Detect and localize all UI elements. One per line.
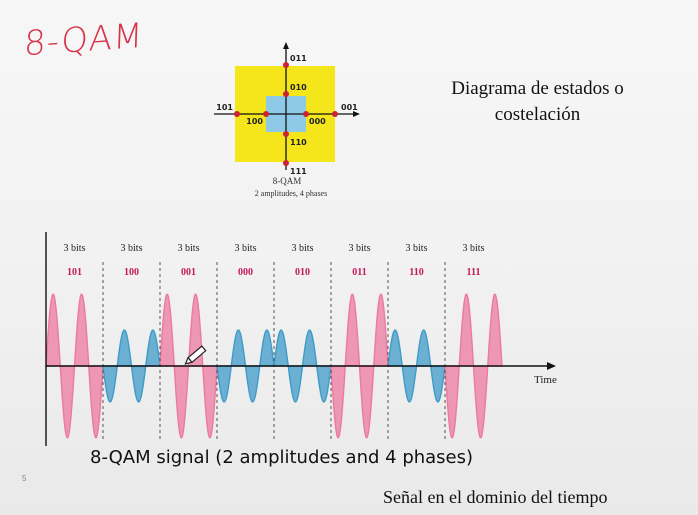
constellation-diagram: 011 010 001 000 111 110 101 100 8-QAM 2 amplitu… [214, 42, 360, 198]
segment-code-011: 011 [352, 267, 366, 278]
segment-code-101: 101 [67, 267, 82, 278]
page-number: 5 [22, 474, 27, 483]
constellation-caption-line1: 8-QAM [273, 176, 302, 186]
segment-bits-label: 3 bits [64, 243, 86, 254]
constellation-point-001 [332, 111, 338, 117]
segment-code-000: 000 [238, 267, 253, 278]
segment-bits-label: 3 bits [292, 243, 314, 254]
constellation-label-000: 000 [309, 117, 326, 126]
time-axis-arrow [547, 362, 556, 370]
diagram-title-line2: costelación [494, 104, 581, 125]
constellation-point-110 [283, 131, 289, 137]
constellation-label-101: 101 [216, 103, 233, 112]
constellation-point-111 [283, 160, 289, 166]
segment-bits-label: 3 bits [235, 243, 257, 254]
constellation-point-011 [283, 62, 289, 68]
segment-bits-label: 3 bits [349, 243, 371, 254]
i-axis-arrow [353, 111, 360, 117]
constellation-point-000 [303, 111, 309, 117]
segment-code-100: 100 [124, 267, 139, 278]
signal-caption: 8-QAM signal (2 amplitudes and 4 phases) [90, 447, 474, 468]
segment-code-110: 110 [409, 267, 423, 278]
diagram-title-line1: Diagrama de estados o [451, 78, 624, 99]
segment-bits-label: 3 bits [406, 243, 428, 254]
constellation-point-101 [234, 111, 240, 117]
q-axis-arrow [283, 42, 289, 49]
constellation-label-111: 111 [290, 167, 307, 176]
segment-code-111: 111 [467, 267, 481, 278]
constellation-label-100: 100 [246, 117, 263, 126]
segment-code-010: 010 [295, 267, 310, 278]
constellation-label-001: 001 [341, 103, 358, 112]
constellation-point-100 [263, 111, 269, 117]
segment-bits-label: 3 bits [463, 243, 485, 254]
pen-cursor-icon [184, 345, 207, 365]
constellation-label-010: 010 [290, 83, 307, 92]
segment-bits-label: 3 bits [178, 243, 200, 254]
footer-caption: Señal en el dominio del tiempo [383, 487, 608, 507]
time-domain-signal: Time 3 bits 101 3 bits 100 3 bits 001 3 bits 00… [45, 232, 557, 446]
constellation-caption-line2: 2 amplitudes, 4 phases [255, 189, 327, 198]
segment-code-001: 001 [181, 267, 196, 278]
constellation-label-011: 011 [290, 54, 307, 63]
diagram-title: Diagrama de estados o costelación [410, 76, 665, 128]
constellation-label-110: 110 [290, 138, 307, 147]
segment-bits-label: 3 bits [121, 243, 143, 254]
time-axis-label: Time [534, 374, 557, 386]
constellation-point-010 [283, 91, 289, 97]
